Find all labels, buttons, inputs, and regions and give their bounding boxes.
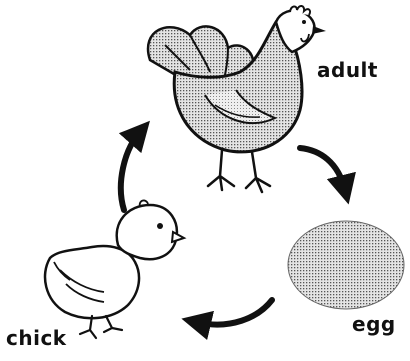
egg-icon xyxy=(288,221,404,309)
chick-icon xyxy=(45,200,184,338)
arrow-egg-to-chick-icon xyxy=(196,300,272,325)
adult-label: adult xyxy=(317,58,378,82)
arrow-chick-to-adult-icon xyxy=(121,132,140,210)
arrow-adult-to-egg-icon xyxy=(300,148,345,190)
egg-label: egg xyxy=(352,312,396,336)
chick-label: chick xyxy=(6,326,67,350)
hen-icon xyxy=(148,6,326,192)
